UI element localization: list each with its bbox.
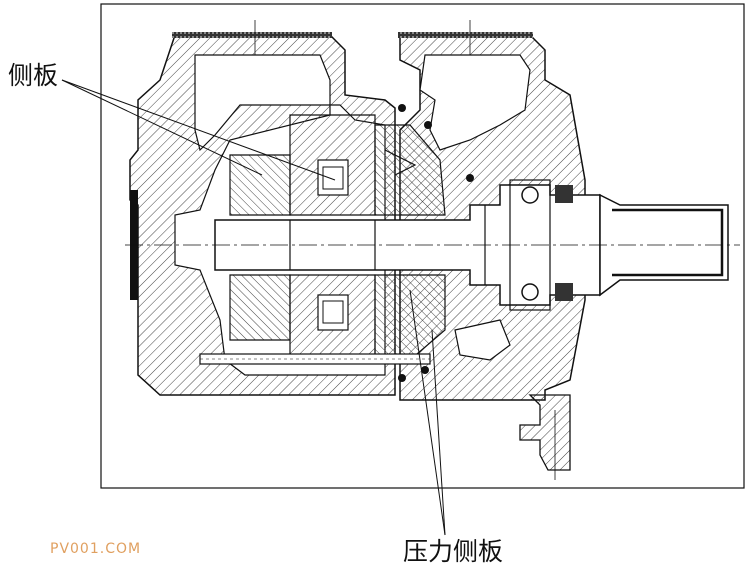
- vane-lower: [322, 300, 344, 324]
- o-ring: [466, 174, 474, 182]
- leader-side-plate: [61, 79, 263, 176]
- top-knurl-left: [172, 32, 332, 38]
- watermark: PV001.COM: [50, 541, 142, 557]
- mounting-foot: [519, 394, 571, 471]
- top-knurl-right: [398, 32, 533, 38]
- o-ring: [424, 121, 432, 129]
- right-lower-cavity: [454, 319, 511, 361]
- leader-pressure-plate: [409, 289, 446, 536]
- side-plate-lower: [229, 274, 291, 341]
- drawing-frame: [100, 3, 745, 489]
- bearing-ball-lower: [521, 283, 539, 301]
- bearing-ball-upper: [521, 186, 539, 204]
- vane-upper: [322, 166, 344, 190]
- pressure-side-plate-label: 压力侧板: [403, 537, 504, 566]
- leader-pressure-plate: [431, 329, 446, 536]
- o-ring: [398, 104, 406, 112]
- seal-upper: [555, 185, 573, 203]
- shaft-sleeve: [612, 208, 724, 277]
- right-housing-cavity: [419, 54, 531, 151]
- arrow-indicator: [384, 149, 417, 176]
- pressure-side-plate: [374, 124, 446, 216]
- o-ring: [421, 366, 429, 374]
- o-ring: [398, 374, 406, 382]
- side-plate-label: 侧板: [8, 61, 59, 90]
- leader-side-plate: [61, 79, 336, 181]
- seal-lower: [555, 283, 573, 301]
